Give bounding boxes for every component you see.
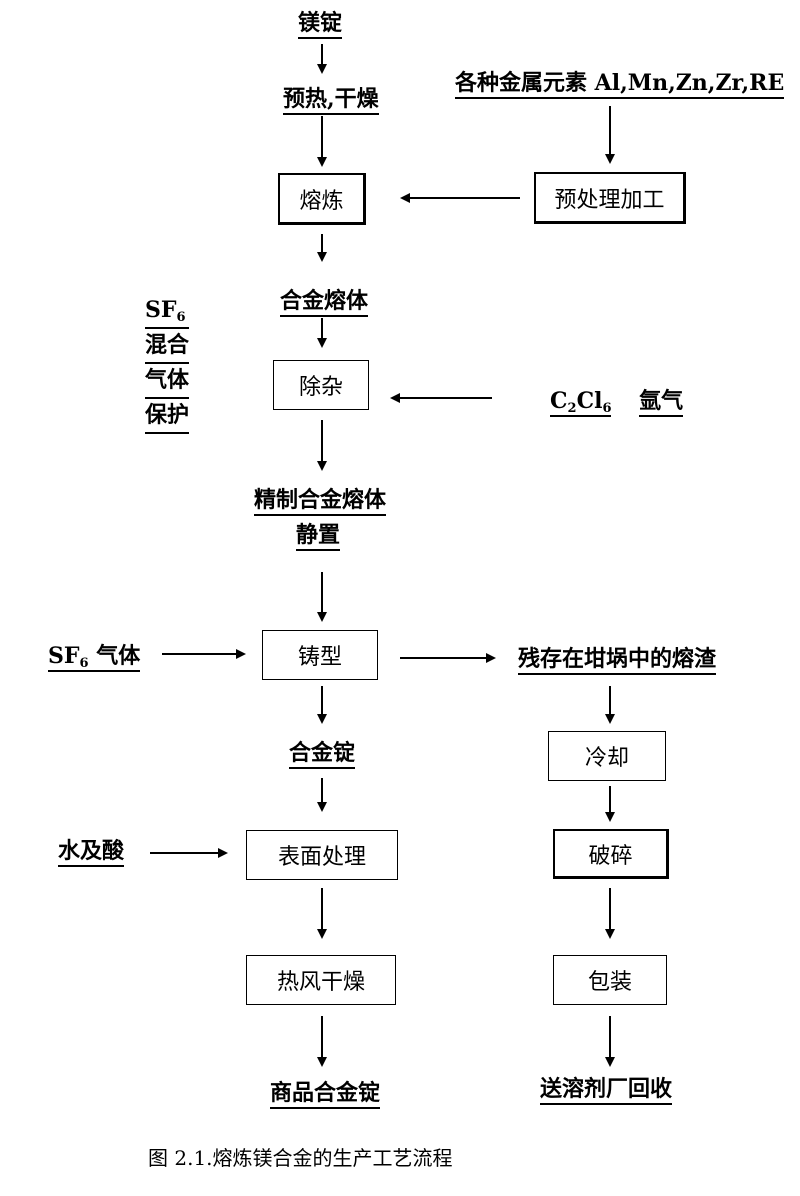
water-acid-label: 水及酸 [58,838,125,867]
casting-text: 铸型 [297,645,342,670]
slag-label: 残存在坩埚中的熔渣 [518,646,717,675]
alloy-ingot-label: 合金锭 [289,740,356,769]
refined-melt-label: 精制合金熔体 [254,487,387,516]
alloy-melt-label: 合金熔体 [280,288,369,317]
hot-air-dry-text: 热风干燥 [276,970,365,995]
surface-treatment-text: 表面处理 [277,845,366,870]
smelt-text: 熔炼 [299,188,344,214]
casting-box: 铸型 [262,630,378,680]
purify-box: 除杂 [273,360,369,410]
cooling-text: 冷却 [584,746,629,771]
argon-text: 氩气 [639,388,684,417]
pretreatment-text: 预处理加工 [554,187,665,213]
c2cl6-formula: C2Cl6 [550,388,612,417]
product-ingot-label: 商品合金锭 [270,1080,381,1109]
packing-text: 包装 [587,970,632,995]
recycle-label: 送溶剂厂回收 [540,1076,673,1105]
pretreatment-box: 预处理加工 [534,172,686,224]
crushing-box: 破碎 [553,829,669,879]
standing-label: 静置 [296,522,341,551]
hot-air-dry-box: 热风干燥 [246,955,396,1005]
preheat-dry-label: 预热,干燥 [283,86,379,115]
metal-elements-label: 各种金属元素 Al,Mn,Zn,Zr,RE [455,70,785,99]
c2cl6-argon-label: C2Cl6 氩气 [550,388,684,417]
ingot-label: 镁锭 [298,10,343,39]
sf6-protection-label: SF6 混合 气体 保护 [145,294,190,434]
smelt-box: 熔炼 [278,173,366,225]
figure-caption: 图 2.1.熔炼镁合金的生产工艺流程 [148,1146,453,1170]
packing-box: 包装 [553,955,667,1005]
sf6-gas-label: SF6 气体 [48,643,141,672]
purify-text: 除杂 [298,375,343,400]
cooling-box: 冷却 [548,731,666,781]
crushing-text: 破碎 [588,843,633,869]
surface-treatment-box: 表面处理 [246,830,398,880]
